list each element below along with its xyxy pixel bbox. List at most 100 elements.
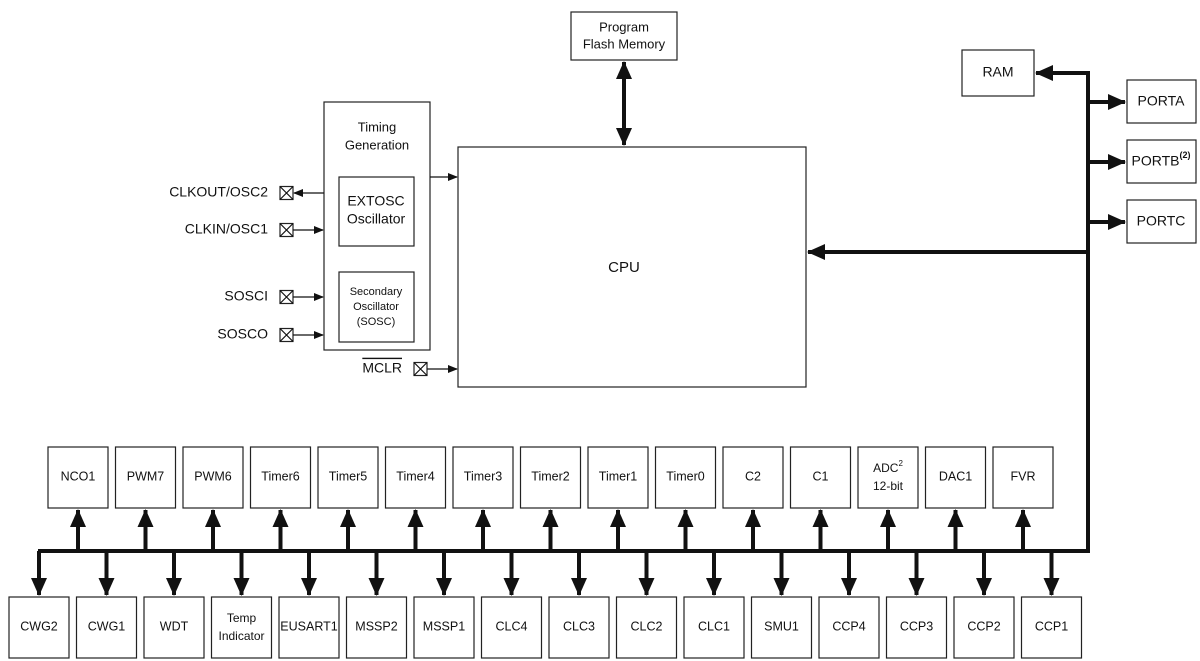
- peripheral-timer0: Timer0: [654, 446, 717, 551]
- pin-label-mclr: MCLR: [362, 360, 402, 376]
- sosc-line1: Secondary: [350, 286, 403, 298]
- port-label: PORTA: [1138, 93, 1186, 109]
- peripheral-label: Timer4: [396, 469, 434, 483]
- peripheral-dac1: DAC1: [924, 446, 987, 551]
- pin-label-clkin: CLKIN/OSC1: [185, 221, 268, 237]
- peripheral-ccp1: CCP1: [1020, 551, 1083, 659]
- peripheral-cwg2: CWG2: [8, 551, 70, 659]
- peripheral-c1: C1: [789, 446, 852, 551]
- peripheral-ccp3: CCP3: [885, 551, 948, 659]
- peripheral-label: FVR: [1011, 469, 1036, 483]
- pin-mclr: MCLR: [362, 360, 458, 377]
- peripheral-timer2: Timer2: [519, 446, 582, 551]
- peripheral-pwm6: PWM6: [182, 446, 244, 551]
- peripheral-timer6: Timer6: [249, 446, 312, 551]
- peripheral-c2: C2: [722, 446, 784, 551]
- flash-label-line1: Program: [599, 19, 649, 34]
- peripheral-timer1: Timer1: [587, 446, 649, 551]
- peripheral-label: CCP1: [1035, 619, 1068, 633]
- ram-block: RAM: [961, 49, 1035, 97]
- pin-clkin: CLKIN/OSC1: [185, 221, 324, 238]
- peripheral-label: CWG2: [20, 619, 58, 633]
- peripheral-label: PWM7: [127, 469, 165, 483]
- peripheral-adc: ADC2 12-bit: [857, 446, 919, 551]
- port-portc: PORTC: [1088, 199, 1197, 244]
- peripheral-ccp4: CCP4: [818, 551, 880, 659]
- ram-bus-arrow: [1035, 65, 1090, 551]
- peripheral-label: CCP4: [832, 619, 865, 633]
- peripheral-label: DAC1: [939, 469, 972, 483]
- pin-label-sosco: SOSCO: [217, 326, 268, 342]
- peripheral-label: Temp: [227, 611, 257, 625]
- peripheral-clc1: CLC1: [683, 551, 745, 659]
- timing-generation-block: Timing Generation EXTOSC Oscillator Seco…: [323, 101, 431, 351]
- peripheral-eusart1: EUSART1: [278, 551, 340, 659]
- peripheral-label: MSSP2: [355, 619, 397, 633]
- peripheral-label: CLC2: [631, 619, 663, 633]
- peripheral-ccp2: CCP2: [953, 551, 1015, 659]
- peripheral-label: Timer5: [329, 469, 367, 483]
- pin-label-clkout: CLKOUT/OSC2: [169, 184, 268, 200]
- port-porta: PORTA: [1088, 79, 1197, 124]
- peripheral-cwg1: CWG1: [75, 551, 138, 659]
- peripheral-label: CLC4: [496, 619, 528, 633]
- extosc-line1: EXTOSC: [347, 193, 404, 209]
- sosc-block: [338, 271, 415, 343]
- timing-label-line1: Timing: [358, 119, 397, 134]
- peripheral-label: NCO1: [61, 469, 96, 483]
- peripheral-label: Timer0: [666, 469, 704, 483]
- port-footnote: (2): [1179, 150, 1190, 160]
- peripheral-label: C1: [813, 469, 829, 483]
- peripheral-mssp2: MSSP2: [345, 551, 408, 659]
- peripheral-timer3: Timer3: [452, 446, 514, 551]
- peripheral-timer4: Timer4: [384, 446, 447, 551]
- peripheral-pwm7: PWM7: [114, 446, 177, 551]
- peripheral-label: PWM6: [194, 469, 232, 483]
- cpu-block: CPU: [457, 146, 807, 388]
- program-flash-memory-block: Program Flash Memory: [570, 11, 678, 61]
- peripheral-label: CCP3: [900, 619, 933, 633]
- peripheral-timer5: Timer5: [317, 446, 379, 551]
- port-label: PORTB(2): [1132, 150, 1191, 168]
- sosc-line2: Oscillator: [353, 301, 399, 313]
- peripheral-fvr: FVR: [992, 446, 1054, 551]
- extosc-block: [338, 176, 415, 247]
- pin-sosci: SOSCI: [224, 288, 324, 305]
- peripheral-label: C2: [745, 469, 761, 483]
- peripheral-clc4: CLC4: [480, 551, 543, 659]
- flash-label-line2: Flash Memory: [583, 36, 666, 51]
- cpu-label: CPU: [608, 259, 640, 276]
- sosc-line3: (SOSC): [357, 316, 396, 328]
- peripheral-label: Timer6: [261, 469, 299, 483]
- peripheral-label: WDT: [160, 619, 189, 633]
- peripheral-label: MSSP1: [423, 619, 465, 633]
- port-label: PORTC: [1137, 213, 1186, 229]
- peripheral-label: Timer1: [599, 469, 637, 483]
- ram-label: RAM: [982, 64, 1013, 80]
- peripheral-label-line2: 12-bit: [873, 479, 904, 493]
- peripheral-label: CCP2: [967, 619, 1000, 633]
- port-portb: PORTB(2): [1088, 139, 1197, 184]
- peripheral-label: Timer3: [464, 469, 502, 483]
- peripheral-clc3: CLC3: [548, 551, 610, 659]
- peripheral-label: CWG1: [88, 619, 126, 633]
- peripheral-smu1: SMU1: [750, 551, 813, 659]
- peripheral-nco1: NCO1: [47, 446, 109, 551]
- peripheral-label-line2: Indicator: [218, 629, 264, 643]
- peripheral-label: CLC3: [563, 619, 595, 633]
- pin-sosco: SOSCO: [217, 326, 324, 343]
- peripheral-label: Timer2: [531, 469, 569, 483]
- peripheral-label: CLC1: [698, 619, 730, 633]
- peripheral-label: ADC2: [873, 459, 903, 475]
- peripheral-footnote: 2: [898, 459, 903, 468]
- peripheral-clc2: CLC2: [615, 551, 678, 659]
- peripheral-wdt: WDT: [143, 551, 205, 659]
- peripheral-label: SMU1: [764, 619, 799, 633]
- pin-clkout: CLKOUT/OSC2: [169, 184, 324, 201]
- peripheral-label: EUSART1: [280, 619, 337, 633]
- peripheral-mssp1: MSSP1: [413, 551, 475, 659]
- timing-label-line2: Generation: [345, 137, 409, 152]
- pin-label-sosci: SOSCI: [224, 288, 268, 304]
